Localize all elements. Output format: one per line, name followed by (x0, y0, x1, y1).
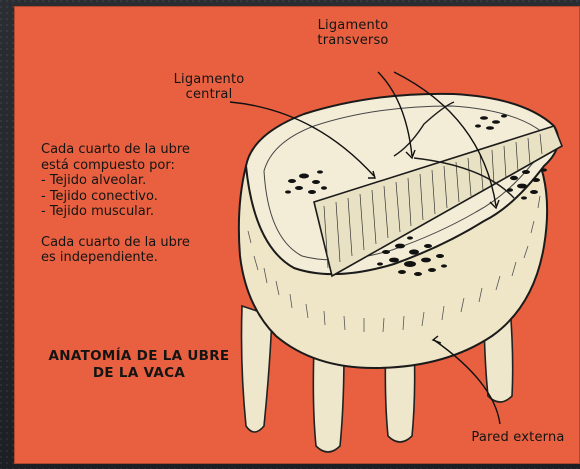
description-list-item: - Tejido alveolar. (41, 173, 251, 189)
title-line: ANATOMÍA DE LA UBRE (44, 348, 234, 365)
description-line: está compuesto por: (41, 158, 251, 174)
label-line: Ligamento (310, 18, 396, 33)
title-line: DE LA VACA (44, 365, 234, 382)
description-line: Cada cuarto de la ubre (41, 142, 251, 158)
label-pared-externa: Pared externa (462, 430, 574, 445)
label-line: central (164, 87, 254, 102)
description-line: Cada cuarto de la ubre (41, 235, 251, 251)
label-ligamento-transverso: Ligamento transverso (310, 18, 396, 48)
label-ligamento-central: Ligamento central (164, 72, 254, 102)
diagram-title: ANATOMÍA DE LA UBRE DE LA VACA (44, 348, 234, 382)
description-line: es independiente. (41, 250, 251, 266)
description-block: Cada cuarto de la ubre está compuesto po… (41, 142, 251, 266)
label-line: transverso (310, 33, 396, 48)
udder-anatomy-slide: Ligamento transverso Ligamento central P… (14, 6, 580, 464)
description-list-item: - Tejido muscular. (41, 204, 251, 220)
description-list-item: - Tejido conectivo. (41, 189, 251, 205)
spacer (41, 220, 251, 235)
label-line: Pared externa (471, 430, 564, 445)
label-line: Ligamento (164, 72, 254, 87)
